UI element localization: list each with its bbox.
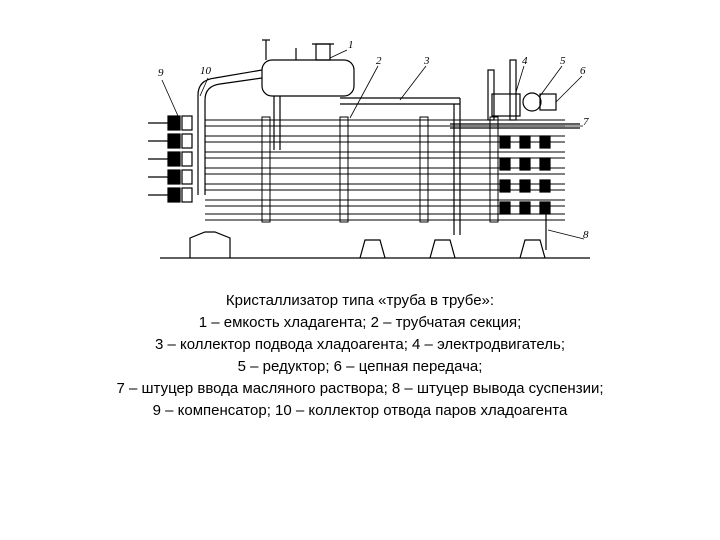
caption-line: 7 – штуцер ввода масляного раствора; 8 –… <box>116 380 604 397</box>
drive-unit <box>450 59 580 129</box>
callout-9: 9 <box>158 67 164 79</box>
caption-title: Кристаллизатор типа «труба в трубе»: <box>225 292 495 309</box>
callout-6: 6 <box>580 65 586 77</box>
crystallizer-drawing: 1 2 3 4 5 6 7 8 9 10 <box>148 39 590 259</box>
callout-4: 4 <box>522 55 528 67</box>
callout-3: 3 <box>423 55 430 67</box>
supports <box>189 231 546 259</box>
coolant-tank <box>261 39 355 150</box>
callout-7: 7 <box>583 116 589 128</box>
callout-1: 1 <box>348 39 354 51</box>
callout-8: 8 <box>583 229 589 241</box>
caption-line: 5 – редуктор; 6 – цепная передача; <box>237 358 483 375</box>
right-flanges <box>499 135 551 250</box>
left-flanges <box>148 115 193 203</box>
caption-line: 9 – компенсатор; 10 – коллектор отвода п… <box>152 402 568 419</box>
caption-line: 1 – емкость хладагента; 2 – трубчатая се… <box>198 314 522 331</box>
supply-collector <box>340 97 461 235</box>
vapour-collector <box>197 69 263 195</box>
callout-2: 2 <box>376 55 382 67</box>
callout-5: 5 <box>560 55 566 67</box>
pipe-bank <box>205 116 565 223</box>
callout-leaders <box>161 49 585 240</box>
caption-line: 3 – коллектор подвода хладоагента; 4 – э… <box>155 336 565 353</box>
callout-10: 10 <box>200 65 212 77</box>
